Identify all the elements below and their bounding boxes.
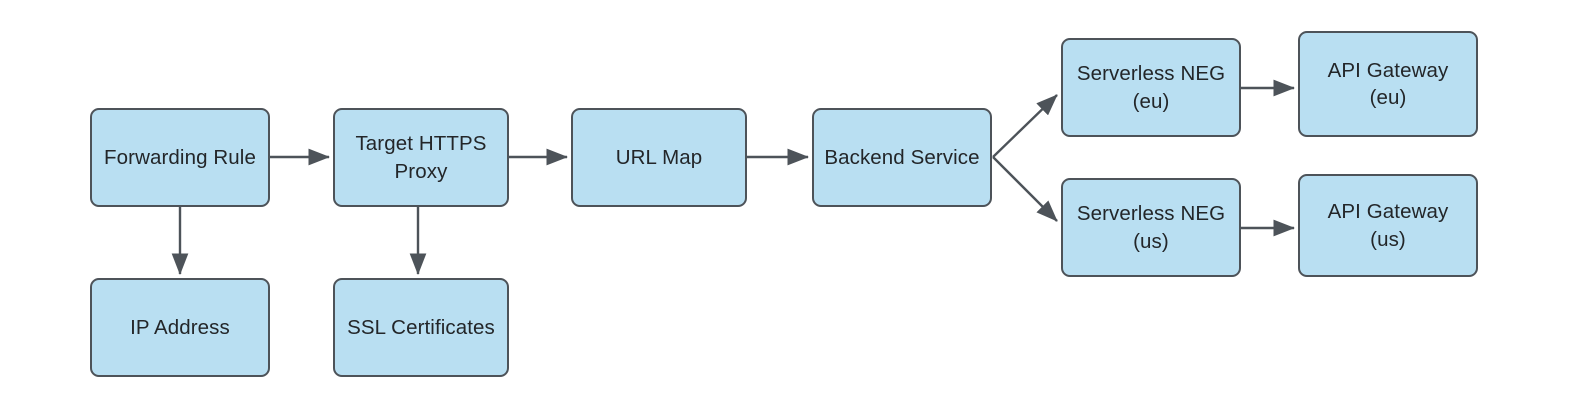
node-label-ip-address: IP Address: [130, 315, 230, 339]
node-label-api-gateway-us: API Gateway (us): [1327, 200, 1449, 251]
node-serverless-neg-us[interactable]: Serverless NEG (us): [1061, 178, 1241, 277]
edge-backend-service-to-serverless-neg-eu: [992, 94, 1058, 158]
node-serverless-neg-eu[interactable]: Serverless NEG (eu): [1061, 38, 1241, 137]
node-label-backend-service: Backend Service: [824, 145, 980, 169]
node-target-https-proxy[interactable]: Target HTTPS Proxy: [333, 108, 509, 207]
edge-backend-service-to-serverless-neg-us: [992, 156, 1058, 222]
node-label-ssl-certificates: SSL Certificates: [347, 315, 495, 339]
node-ip-address[interactable]: IP Address: [90, 278, 270, 377]
node-label-serverless-neg-eu: Serverless NEG (eu): [1076, 62, 1226, 113]
node-api-gateway-us[interactable]: API Gateway (us): [1298, 174, 1478, 277]
node-api-gateway-eu[interactable]: API Gateway (eu): [1298, 31, 1478, 137]
node-label-serverless-neg-us: Serverless NEG (us): [1076, 202, 1226, 253]
node-label-url-map: URL Map: [615, 145, 703, 169]
node-forwarding-rule[interactable]: Forwarding Rule: [90, 108, 270, 207]
node-url-map[interactable]: URL Map: [571, 108, 747, 207]
node-label-forwarding-rule: Forwarding Rule: [104, 145, 256, 169]
node-ssl-certificates[interactable]: SSL Certificates: [333, 278, 509, 377]
node-label-api-gateway-eu: API Gateway (eu): [1327, 58, 1449, 109]
node-backend-service[interactable]: Backend Service: [812, 108, 992, 207]
node-label-target-https-proxy: Target HTTPS Proxy: [355, 132, 487, 183]
